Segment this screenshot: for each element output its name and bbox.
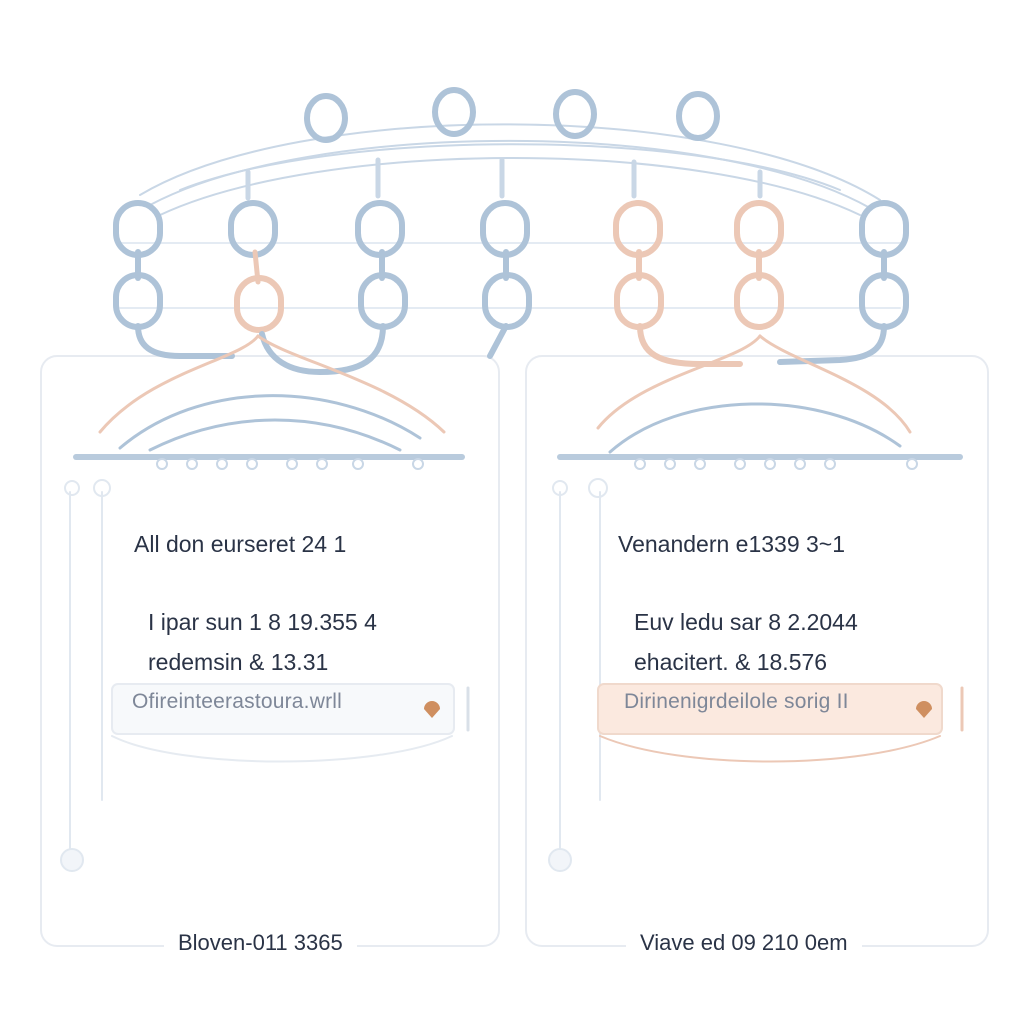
- left-stat-line-2: redemsin & 13.31: [148, 649, 329, 675]
- chain-column-6: [734, 200, 784, 330]
- chain-column-3: [259, 200, 408, 375]
- top-ring: [676, 91, 720, 141]
- left-bar-label: Ofireinteerastoura.wrll: [132, 690, 343, 713]
- right-panel-title: Venandern e1339 3~1: [618, 531, 846, 557]
- left-hanger-bar: [73, 454, 465, 470]
- chain-column-2: [228, 200, 284, 333]
- right-bar-label: Dirinenigrdeilole sorig II: [624, 690, 849, 713]
- chain-column-5: [613, 200, 743, 367]
- guide-lines: [119, 242, 901, 309]
- right-bar-handle: [916, 701, 932, 718]
- chain-column-1: [113, 200, 235, 359]
- top-ring: [553, 89, 597, 139]
- top-ring: [304, 93, 348, 143]
- left-hanger-drapes: [98, 334, 446, 452]
- top-ring: [432, 87, 476, 137]
- arch-strands: [139, 123, 881, 216]
- top-ring-row: [304, 87, 720, 143]
- left-label-bar: [111, 683, 470, 763]
- left-panel-footer: Bloven-011 3365: [164, 930, 357, 956]
- left-side-rails: [60, 479, 111, 872]
- right-hanger-bar: [557, 454, 963, 470]
- chain-column-4: [480, 200, 532, 359]
- right-hanger-drapes: [596, 334, 912, 454]
- right-label-bar: [597, 683, 964, 763]
- hanger-stubs: [245, 157, 763, 201]
- right-stat-line-2: ehacitert. & 18.576: [634, 649, 828, 675]
- left-panel-title: All don eurseret 24 1: [134, 531, 347, 557]
- chain-column-7: [777, 200, 909, 365]
- right-side-rails: [548, 478, 608, 872]
- left-bar-handle: [424, 701, 440, 718]
- left-stat-line-1: I ipar sun 1 8 19.355 4: [148, 609, 377, 635]
- right-panel-footer: Viave ed 09 210 0em: [626, 930, 862, 956]
- right-stat-line-1: Euv ledu sar 8 2.2044: [634, 609, 858, 635]
